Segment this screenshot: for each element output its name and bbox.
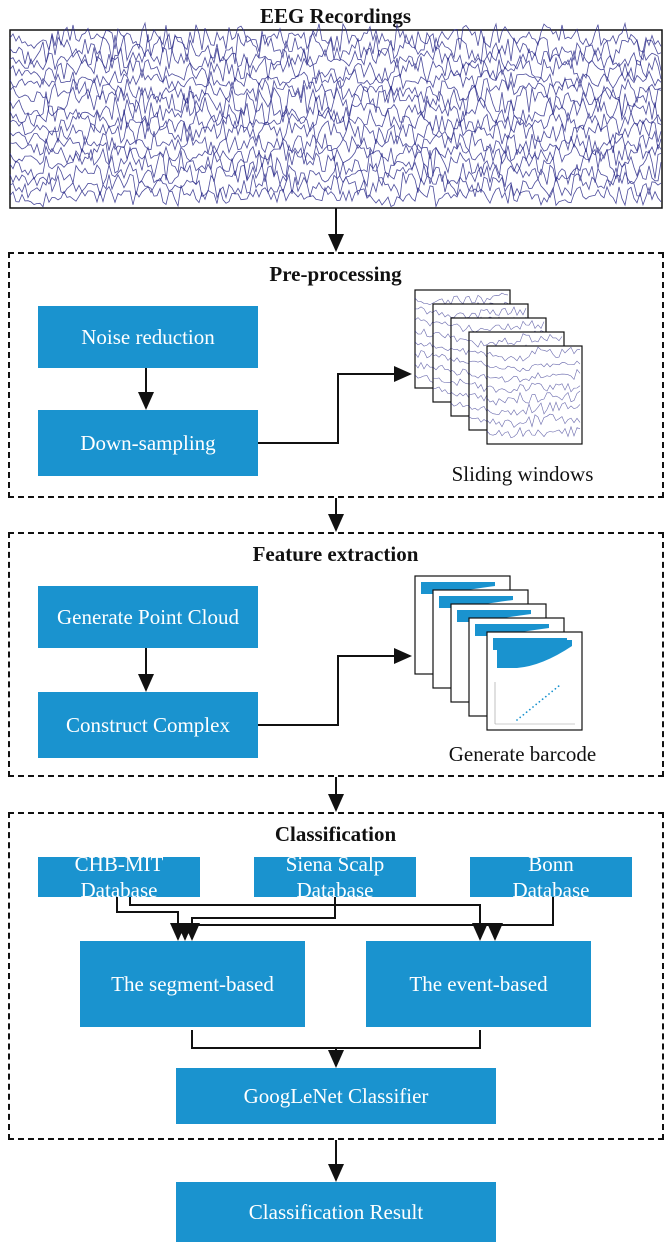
down-sampling-box: Down-sampling bbox=[38, 410, 258, 476]
feature-extraction-section bbox=[8, 532, 664, 777]
generate-point-cloud-box: Generate Point Cloud bbox=[38, 586, 258, 648]
preprocessing-section bbox=[8, 252, 664, 498]
classification-title: Classification bbox=[274, 822, 397, 846]
eeg-recordings-title: EEG Recordings bbox=[259, 4, 412, 28]
generate-barcode-caption: Generate barcode bbox=[448, 742, 597, 766]
noise-reduction-box: Noise reduction bbox=[38, 306, 258, 368]
siena-scalp-database-box: Siena Scalp Database bbox=[254, 852, 416, 902]
sliding-windows-stack bbox=[414, 289, 583, 445]
segment-based-box: The segment-based bbox=[80, 941, 305, 1027]
arrow-complex-to-barcode bbox=[258, 648, 412, 726]
sliding-windows-caption: Sliding windows bbox=[451, 462, 594, 486]
arrow-downsampling-to-windows bbox=[258, 366, 412, 444]
event-based-box: The event-based bbox=[366, 941, 591, 1027]
feature-extraction-title: Feature extraction bbox=[252, 542, 419, 566]
preprocessing-title: Pre-processing bbox=[269, 262, 402, 286]
classification-section bbox=[8, 812, 664, 1140]
classification-result-box: Classification Result bbox=[176, 1182, 496, 1242]
construct-complex-box: Construct Complex bbox=[38, 692, 258, 758]
database-routing-lines bbox=[116, 897, 554, 941]
bonn-database-box: Bonn Database bbox=[470, 852, 632, 902]
googlenet-classifier-box: GoogLeNet Classifier bbox=[176, 1068, 496, 1124]
eeg-recordings-panel bbox=[9, 21, 663, 209]
barcode-stack bbox=[414, 575, 583, 731]
chb-mit-database-box: CHB-MIT Database bbox=[38, 852, 200, 902]
